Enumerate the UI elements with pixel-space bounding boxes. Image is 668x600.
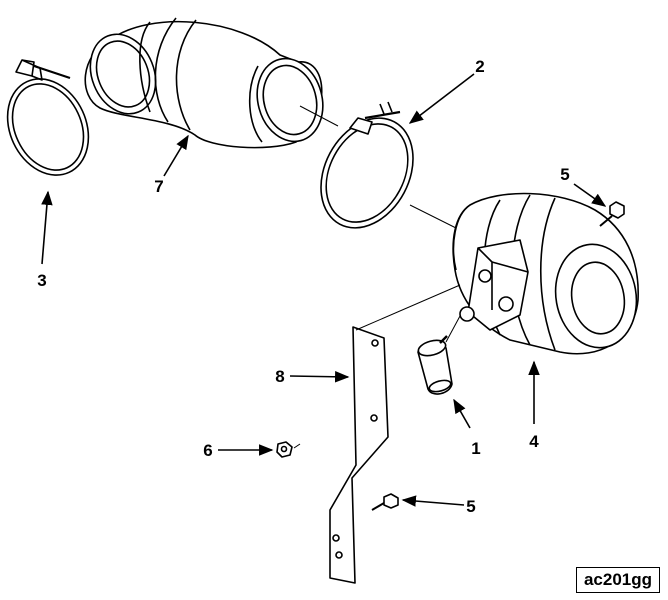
callout-6: 6 — [203, 441, 212, 460]
callout-5-lower: 5 — [466, 497, 475, 516]
support-bracket-part-8 — [329, 326, 389, 584]
callout-1: 1 — [471, 439, 480, 458]
hose-clamp-part-2 — [320, 101, 414, 229]
callout-7: 7 — [154, 177, 163, 196]
callout-2: 2 — [475, 57, 484, 76]
callout-5-upper: 5 — [560, 165, 569, 184]
hose-clamp-part-3 — [6, 59, 90, 176]
callout-arrows — [41, 73, 607, 507]
bolt-part-5-upper — [599, 201, 625, 227]
callout-3: 3 — [37, 271, 46, 290]
callout-4: 4 — [529, 432, 539, 451]
bolt-part-5-lower — [371, 493, 399, 511]
assembly-center-lines — [293, 105, 461, 449]
figure-id-label: ac201gg — [575, 567, 660, 593]
fitting-part-1 — [417, 335, 453, 395]
turbocharger-part-4 — [452, 192, 639, 355]
callout-8: 8 — [275, 367, 284, 386]
nut-part-6 — [276, 441, 293, 458]
elbow-hose-part-7 — [84, 17, 324, 149]
